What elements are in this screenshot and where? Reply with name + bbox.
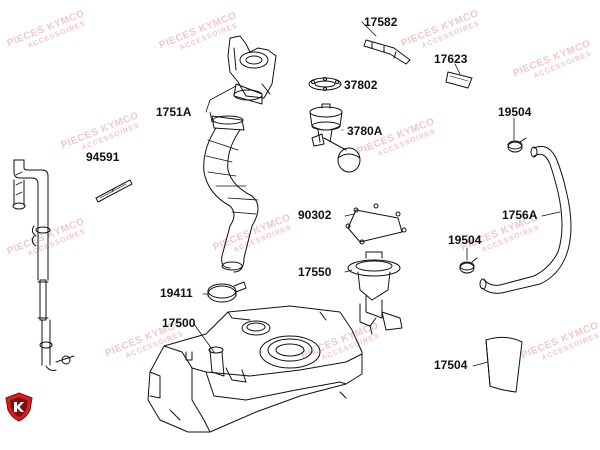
part-17582-bracket [363,39,411,65]
part-1756A-hose [479,145,572,294]
callout-17504: 17504 [434,358,468,372]
callout-17582: 17582 [364,15,398,29]
callout-19504-upper: 19504 [498,105,532,119]
brand-shield-logo-icon [5,392,33,422]
callout-1751A: 1751A [156,105,192,119]
callout-94591: 94591 [86,150,120,164]
callout-1756A: 1756A [502,208,538,222]
callout-37802: 37802 [344,78,378,92]
part-17504-pad [485,336,523,393]
part-17550-fuel-pump [347,251,403,335]
part-94591-strap [95,179,133,203]
part-1751A-filler-neck [203,35,277,273]
callout-17550: 17550 [298,265,332,279]
part-19504-clamp-upper [507,137,527,153]
callout-19411: 19411 [160,286,193,300]
part-17623-plate [445,71,473,89]
callout-90302: 90302 [298,208,332,222]
part-17500-fuel-tank [147,305,363,433]
part-19504-clamp-lower [459,257,478,274]
part-37802-gasket [308,77,342,91]
callout-17623: 17623 [434,52,468,66]
callout-3780A: 3780A [347,124,383,138]
part-19411-clamp [207,281,247,303]
part-3780A-fuel-sender [309,103,361,173]
callout-19504-lower: 19504 [448,233,482,247]
callout-17500: 17500 [162,316,196,330]
left-breather-hose [12,159,75,371]
part-90302-screws [345,203,407,245]
leader-lines [111,21,561,367]
